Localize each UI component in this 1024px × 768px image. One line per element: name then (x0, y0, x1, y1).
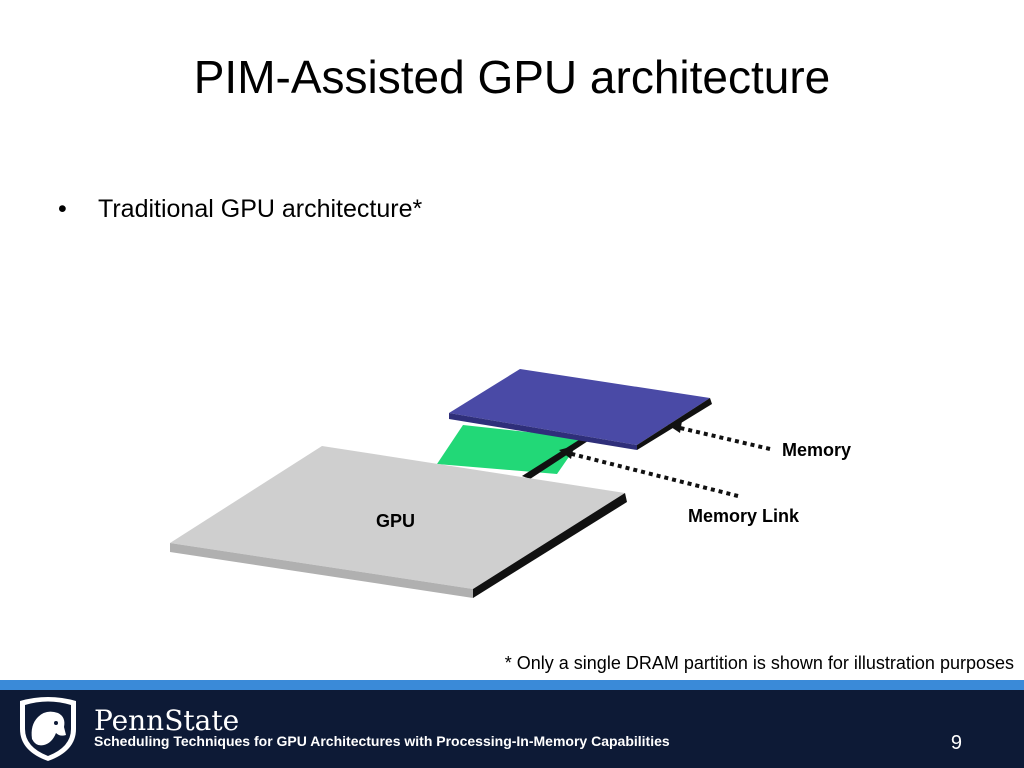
footnote: * Only a single DRAM partition is shown … (504, 653, 1014, 673)
memory-arrow-line (675, 425, 771, 451)
footer-bar: PennState Scheduling Techniques for GPU … (0, 690, 1024, 768)
memory-front-face (449, 413, 637, 450)
page-number: 9 (950, 732, 962, 754)
architecture-diagram (170, 369, 771, 598)
memory-link-arrow-head (559, 446, 574, 459)
footer-stripe (0, 680, 1024, 690)
memory-label: Memory (782, 440, 852, 460)
memory-top-face (449, 369, 710, 445)
gpu-side-face (473, 493, 627, 598)
gpu-front-face (170, 543, 473, 598)
bullet-marker: • (58, 195, 67, 223)
gpu-top-face (170, 446, 625, 589)
pennstate-shield-logo (20, 697, 76, 761)
footer-subtitle: Scheduling Techniques for GPU Architectu… (94, 733, 670, 749)
pennstate-wordmark: PennState (94, 704, 240, 737)
memory-arrow-head (668, 421, 682, 433)
memory-link-arrow-line (567, 451, 739, 498)
memory-link-label: Memory Link (688, 506, 800, 526)
bullet-item: • Traditional GPU architecture* (58, 195, 422, 224)
slide-title: PIM-Assisted GPU architecture (193, 51, 831, 103)
bullet-text: Traditional GPU architecture* (98, 195, 423, 223)
gpu-label: GPU (376, 511, 416, 531)
